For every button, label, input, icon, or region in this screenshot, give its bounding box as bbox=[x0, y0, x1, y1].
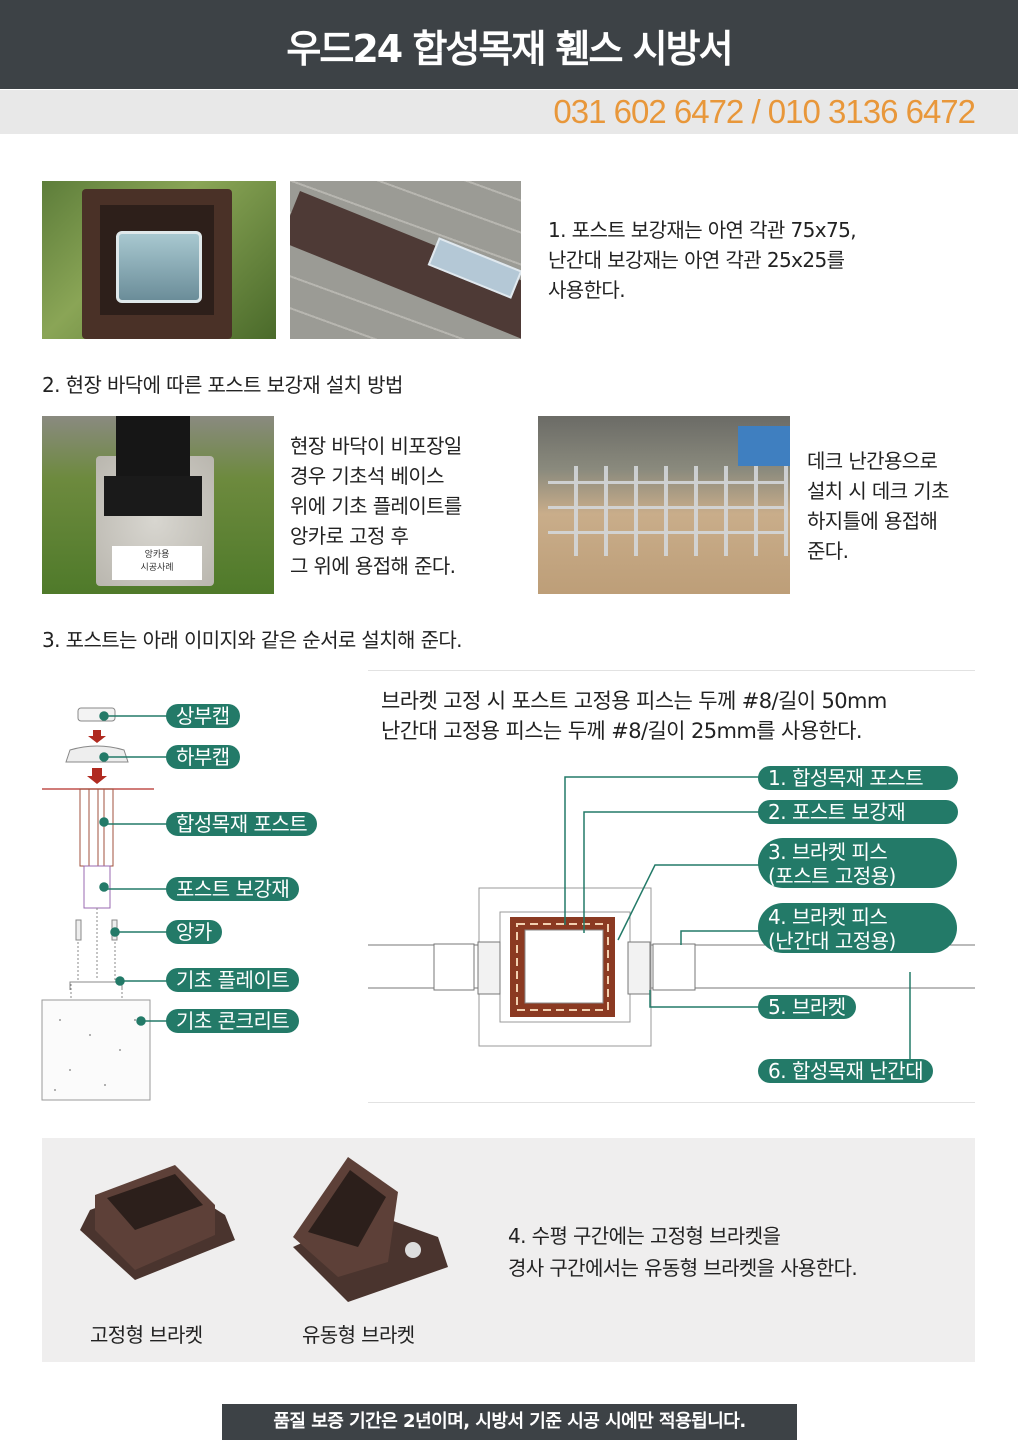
label-top-cap: 상부캡 bbox=[166, 704, 240, 728]
fixed-bracket-icon bbox=[80, 1165, 235, 1280]
label-base-plate: 기초 플레이트 bbox=[166, 968, 300, 992]
bracket-right bbox=[652, 943, 696, 991]
label-composite-rail: 6. 합성목재 난간대 bbox=[758, 1059, 934, 1083]
screw-note: 브라켓 고정 시 포스트 고정용 피스는 두께 #8/길이 50mm 난간대 고… bbox=[381, 689, 887, 743]
fixed-bracket-label: 고정형 브라켓 bbox=[90, 1323, 203, 1347]
top-cap-icon bbox=[77, 707, 116, 722]
arrow-down-icon bbox=[88, 730, 106, 743]
label-bracket-screw-post: 3. 브라켓 피스 (포스트 고정용) bbox=[758, 838, 957, 888]
label-reinforcement: 포스트 보강재 bbox=[166, 877, 300, 901]
movable-bracket-label: 유동형 브라켓 bbox=[302, 1323, 415, 1347]
post-shape bbox=[79, 788, 114, 867]
section2-text-right: 데크 난간용으로 설치 시 데크 기초 하지틀에 용접해 준다. bbox=[807, 449, 949, 563]
section4-text: 4. 수평 구간에는 고정형 브라켓을 경사 구간에서는 유동형 브라켓을 사용… bbox=[508, 1224, 858, 1280]
section2-text-left: 현장 바닥이 비포장일 경우 기초석 베이스 위에 기초 플레이트를 앙카로 고… bbox=[290, 434, 462, 578]
photo-sign: 앙카용 시공사례 bbox=[112, 546, 202, 580]
arrow-down-icon bbox=[87, 768, 107, 784]
label-anchor: 앙카 bbox=[166, 920, 222, 944]
label-post: 합성목재 포스트 bbox=[166, 812, 318, 836]
anchor-icon bbox=[75, 919, 118, 941]
bracket-left bbox=[433, 943, 475, 991]
phone-numbers: 031 602 6472 / 010 3136 6472 bbox=[553, 93, 976, 130]
section2-title: 2. 현장 바닥에 따른 포스트 보강재 설치 방법 bbox=[42, 373, 403, 397]
reinforcement-shape bbox=[83, 865, 111, 909]
label-post-reinforcement: 2. 포스트 보강재 bbox=[758, 800, 958, 824]
movable-bracket-icon bbox=[293, 1157, 448, 1302]
label-bracket-screw-rail: 4. 브라켓 피스 (난간대 고정용) bbox=[758, 903, 957, 953]
concrete-shape bbox=[41, 999, 151, 1101]
section1-text: 1. 포스트 보강재는 아연 각관 75x75, 난간대 보강재는 아연 각관 … bbox=[548, 218, 857, 302]
divider bbox=[368, 1102, 975, 1103]
page-title: 우드24 합성목재 휀스 시방서 bbox=[0, 0, 1018, 89]
photo-anchor-base: 앙카용 시공사례 bbox=[42, 416, 274, 594]
photo-rail-reinforcement bbox=[290, 181, 521, 339]
base-plate-shape bbox=[69, 981, 123, 990]
label-concrete: 기초 콘크리트 bbox=[166, 1009, 300, 1033]
photo-deck-frame bbox=[538, 416, 790, 594]
contact-band bbox=[0, 90, 1018, 134]
warranty-footer: 품질 보증 기간은 2년이며, 시방서 기준 시공 시에만 적용됩니다. bbox=[222, 1404, 797, 1440]
divider bbox=[368, 670, 975, 671]
label-bracket: 5. 브라켓 bbox=[758, 995, 856, 1019]
bottom-cap-icon bbox=[65, 745, 129, 763]
photo-post-reinforcement bbox=[42, 181, 276, 339]
label-bottom-cap: 하부캡 bbox=[166, 745, 240, 769]
label-composite-post: 1. 합성목재 포스트 bbox=[758, 766, 958, 790]
post-section bbox=[510, 917, 615, 1017]
section3-title: 3. 포스트는 아래 이미지와 같은 순서로 설치해 준다. bbox=[42, 628, 463, 652]
